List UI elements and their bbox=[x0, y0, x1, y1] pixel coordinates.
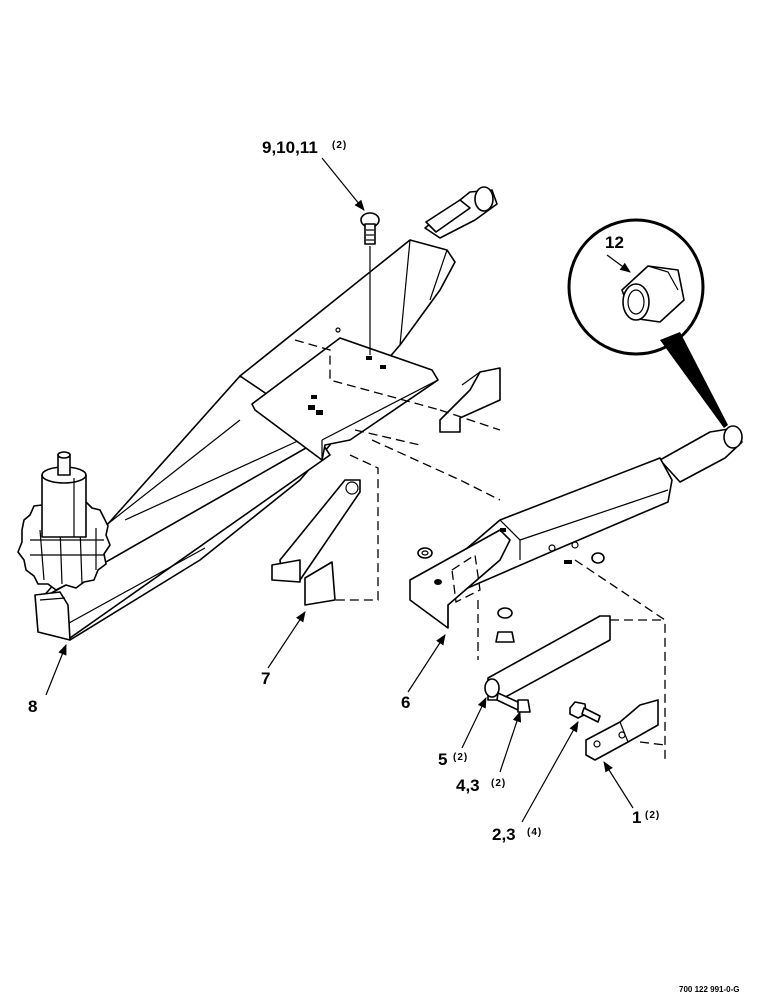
callout-9-10-11-label: 9,10,11 bbox=[262, 138, 318, 157]
callout-2-3-qty: (4) bbox=[527, 827, 542, 838]
detail-circle-bushing bbox=[567, 218, 728, 428]
callout-6-label: 6 bbox=[401, 693, 410, 712]
washer-right bbox=[591, 552, 605, 564]
right-arm-part-6 bbox=[409, 425, 743, 643]
wear-strip-part-7 bbox=[271, 479, 361, 606]
leader-lines bbox=[45, 157, 634, 823]
bolt-part-4 bbox=[496, 692, 531, 713]
left-arm-assembly bbox=[17, 186, 498, 641]
nut-lower bbox=[495, 607, 515, 643]
callout-12-label: 12 bbox=[605, 233, 624, 252]
carriage-bolt bbox=[360, 212, 380, 355]
callout-1-label: 1 bbox=[632, 808, 641, 827]
callout-2-3-label: 2,3 bbox=[492, 825, 516, 844]
callout-8-label: 8 bbox=[28, 697, 37, 716]
drawing-number: 700 122 991-0-G bbox=[679, 985, 740, 994]
washer-left bbox=[417, 547, 433, 559]
callout-5-label: 5 bbox=[438, 750, 447, 769]
clip-bracket-upper bbox=[439, 367, 501, 433]
bolt-part-2 bbox=[569, 701, 601, 723]
callout-7-label: 7 bbox=[261, 669, 270, 688]
strip-part-5 bbox=[484, 615, 611, 701]
callout-1-qty: (2) bbox=[645, 810, 660, 821]
callout-4-3-label: 4,3 bbox=[456, 776, 480, 795]
callout-4-3-qty: (2) bbox=[491, 778, 506, 789]
bushing-part-12 bbox=[621, 265, 685, 323]
shaft-cylinder bbox=[41, 451, 87, 538]
assembly-guide-lines bbox=[294, 339, 666, 760]
callout-5-qty: (2) bbox=[453, 752, 468, 763]
callout-9-10-11-qty: (2) bbox=[332, 140, 347, 151]
clip-part-1 bbox=[585, 699, 659, 761]
